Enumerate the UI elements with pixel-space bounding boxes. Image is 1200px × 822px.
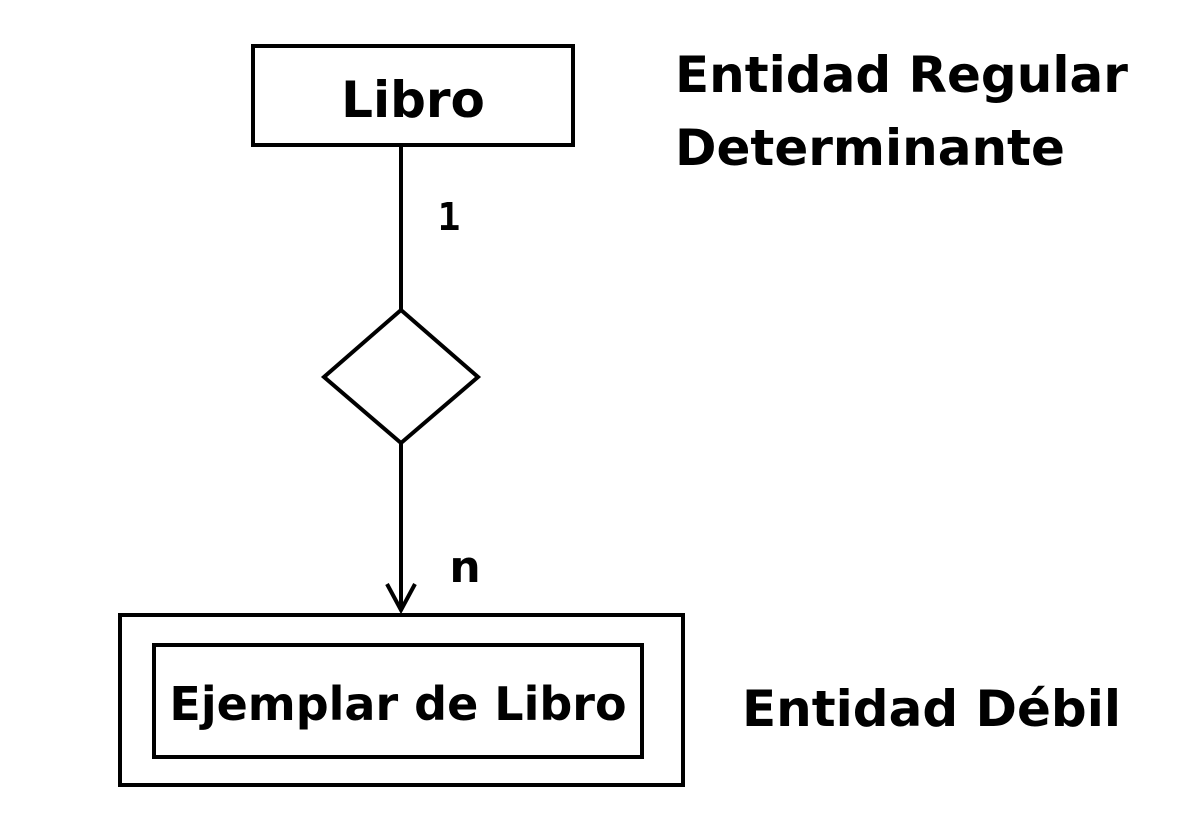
arrow-head [385,583,417,615]
entity-ejemplar-label: Ejemplar de Libro [169,677,626,731]
entity-ejemplar[interactable]: Ejemplar de Libro [118,613,685,787]
weak-entity-caption: Entidad Débil [742,680,1121,738]
cardinality-top: 1 [438,195,461,239]
regular-entity-caption-line1: Entidad Regular [675,46,1128,104]
entity-libro-box [251,44,575,147]
entity-libro[interactable]: Libro [251,44,575,147]
cardinality-bottom: n [449,542,480,593]
entity-ejemplar-inner-box [152,643,644,759]
entity-libro-label: Libro [341,71,485,129]
relationship-diamond[interactable] [320,307,482,446]
regular-entity-caption-line2: Determinante [675,119,1065,177]
